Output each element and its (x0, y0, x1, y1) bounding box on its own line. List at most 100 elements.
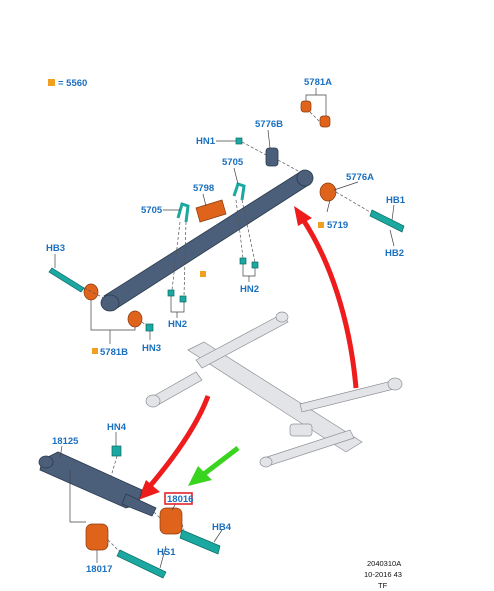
dash-hs1 (107, 539, 121, 553)
leader-5705-top (233, 167, 239, 185)
frame-right-arm (299, 379, 399, 413)
frame-shock-mount (289, 423, 313, 437)
dash-hb3 (83, 287, 105, 299)
frame-main-rail (187, 341, 363, 453)
dash-18016 (153, 511, 161, 519)
reference-date: 10-2016 43 (364, 570, 402, 579)
bolt-hb1 (369, 209, 405, 233)
label-hb2: HB2 (385, 248, 404, 259)
arrows (138, 206, 359, 500)
label-hn2-left: HN2 (168, 319, 187, 330)
shock-rod (121, 493, 157, 517)
legend-text: = 5560 (58, 78, 87, 89)
bushing-5781a-right (319, 115, 331, 128)
bracket-5798 (195, 199, 227, 223)
fastener-marker-center (200, 271, 206, 277)
bushing-18017 (85, 523, 109, 551)
reference-code: 2040310A (367, 559, 401, 568)
bushing-18016 (159, 507, 183, 535)
bushing-5781b-inner (127, 310, 143, 328)
u-bolt-5705-left (176, 202, 190, 223)
u-bolt-5705-right (232, 182, 246, 201)
fastener-5781b-marker (92, 348, 98, 354)
label-hn3: HN3 (142, 343, 161, 354)
nut-hn3 (145, 323, 154, 332)
bushing-5781b-outer (83, 283, 99, 301)
part-labels: 5781A 5776B HN1 5705 5798 5705 5776A HB1… (46, 77, 406, 575)
leader-hn2-left (170, 296, 185, 313)
legend: = 5560 (48, 78, 87, 89)
leader-hb4 (213, 529, 223, 543)
red-arrow-down-head (138, 480, 160, 500)
dash-5781a (309, 111, 321, 123)
leader-5719 (326, 199, 331, 213)
nut-hn2-left-b (179, 295, 187, 303)
dash-5776b (277, 159, 301, 173)
label-hn1: HN1 (196, 136, 216, 147)
bolt-hs1 (116, 549, 167, 579)
rod-end-right (296, 169, 314, 187)
nut-hn2-left-a (167, 289, 175, 297)
dash-hn3 (141, 321, 148, 327)
label-18016: 18016 (167, 494, 193, 505)
leader-18017 (69, 470, 86, 523)
leader-5776b (267, 129, 271, 149)
dash-u-bolt-right-2 (241, 199, 256, 263)
leader-5776a (333, 181, 359, 191)
label-5798: 5798 (193, 183, 214, 194)
bracket-5776b (265, 147, 279, 167)
bolt-hb3 (48, 267, 85, 293)
frame-bushing-top (275, 311, 289, 323)
nut-hn2-right-a (239, 257, 247, 265)
leader-hb2 (389, 229, 395, 247)
reference-block: 2040310A 10-2016 43 TF (364, 559, 402, 590)
vehicle-frame (145, 311, 403, 468)
label-hn2-right: HN2 (240, 284, 259, 295)
label-18017: 18017 (86, 564, 112, 575)
fastener-5719 (318, 222, 324, 228)
red-arrow-down (148, 395, 211, 488)
frame-bushing-left (145, 394, 161, 408)
label-18125: 18125 (52, 436, 79, 447)
bushing-5781a-left (300, 100, 312, 113)
leader-5781b (90, 300, 136, 331)
dash-u-bolt-left (171, 221, 181, 291)
label-5705-left: 5705 (141, 205, 163, 216)
rod-end-left (100, 294, 120, 312)
nut-hn1 (235, 137, 243, 145)
legend-color-swatch (48, 79, 55, 86)
label-5776b: 5776B (255, 119, 283, 130)
green-arrow-shaft (202, 446, 240, 476)
label-hb4: HB4 (212, 522, 232, 533)
frame-bushing-bottom (259, 456, 273, 468)
bolt-hb4 (179, 529, 221, 555)
shock-top-eye (38, 455, 54, 469)
label-hb3: HB3 (46, 243, 65, 254)
frame-cross-member (195, 313, 289, 369)
label-5781b: 5781B (100, 347, 128, 358)
shock-absorber-assembly (38, 432, 223, 579)
leader-hs1 (159, 545, 167, 569)
dash-hb4 (181, 523, 185, 531)
dash-hn1 (241, 141, 269, 157)
label-hb1: HB1 (386, 195, 406, 206)
leader-18125 (59, 445, 63, 459)
frame-bushing-right (387, 377, 403, 391)
reference-initials: TF (378, 581, 388, 590)
label-5705-top: 5705 (222, 157, 244, 168)
nut-hn2-right-b (251, 261, 259, 269)
green-arrow-head (188, 466, 212, 486)
leader-hb1 (391, 204, 395, 221)
dash-hb1 (335, 191, 371, 213)
label-5776a: 5776A (346, 172, 374, 183)
highlight-box-18016 (164, 492, 193, 505)
red-arrow-up-head (294, 206, 312, 226)
nut-hn4 (111, 445, 122, 457)
bushing-5776a (319, 182, 337, 202)
label-hs1: HS1 (157, 547, 176, 558)
label-5781a: 5781A (304, 77, 332, 88)
label-5719: 5719 (327, 220, 348, 231)
leader-5798 (202, 193, 207, 207)
upper-rod-assembly (48, 88, 405, 354)
